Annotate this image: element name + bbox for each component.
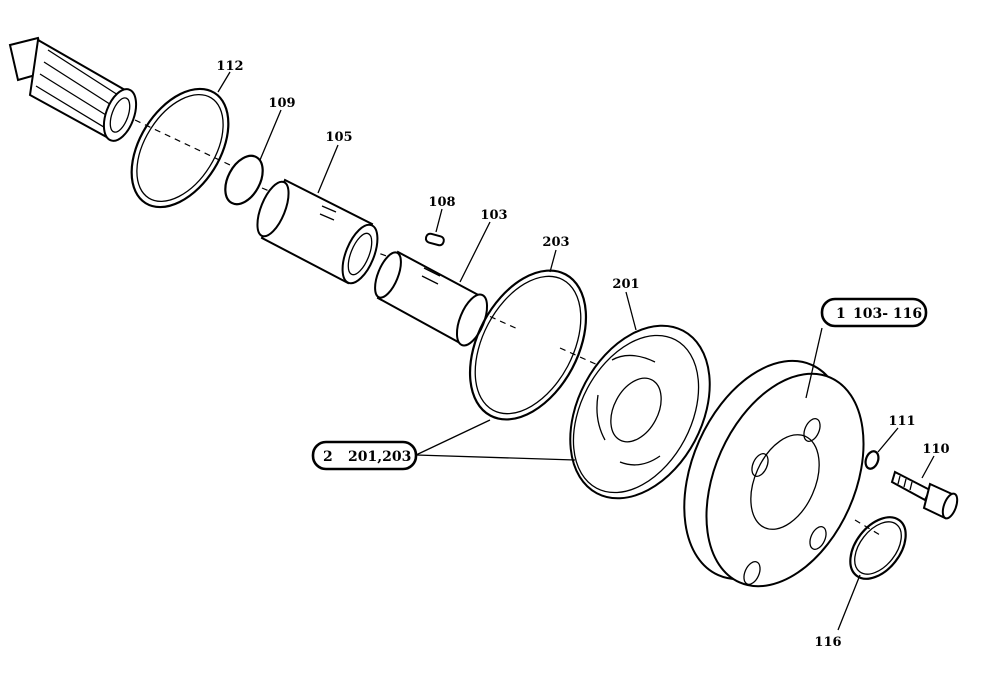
screw-110: [890, 470, 959, 520]
ring-112: [130, 87, 230, 209]
washer-111: [864, 450, 880, 470]
group-1-range: 103- 116: [853, 306, 922, 322]
sleeve-103: [374, 250, 489, 347]
callout-103: 103: [480, 208, 507, 223]
callout-105: 105: [325, 130, 352, 145]
ring-116: [849, 516, 907, 580]
plate-201: [569, 324, 711, 500]
key-108: [424, 232, 445, 247]
group-callout-2: 2 201,203: [311, 440, 418, 471]
ring-109: [224, 154, 264, 206]
callout-110: 110: [922, 442, 949, 457]
sleeve-105: [256, 178, 379, 285]
shaft: [8, 36, 138, 142]
group-2-range: 201,203: [348, 449, 411, 465]
group-callout-1: 1 103- 116: [820, 297, 928, 328]
callout-108: 108: [428, 195, 455, 210]
housing: [683, 359, 865, 588]
leader-lines: [217, 71, 935, 631]
callout-201: 201: [612, 277, 639, 292]
callout-203: 203: [542, 235, 569, 250]
callout-116: 116: [814, 635, 841, 650]
group-2-number: 2: [323, 449, 333, 465]
group-1-number: 1: [836, 306, 846, 322]
callout-109: 109: [268, 96, 295, 111]
callout-112: 112: [216, 59, 243, 74]
callout-111: 111: [888, 414, 915, 429]
ring-203: [468, 269, 588, 421]
